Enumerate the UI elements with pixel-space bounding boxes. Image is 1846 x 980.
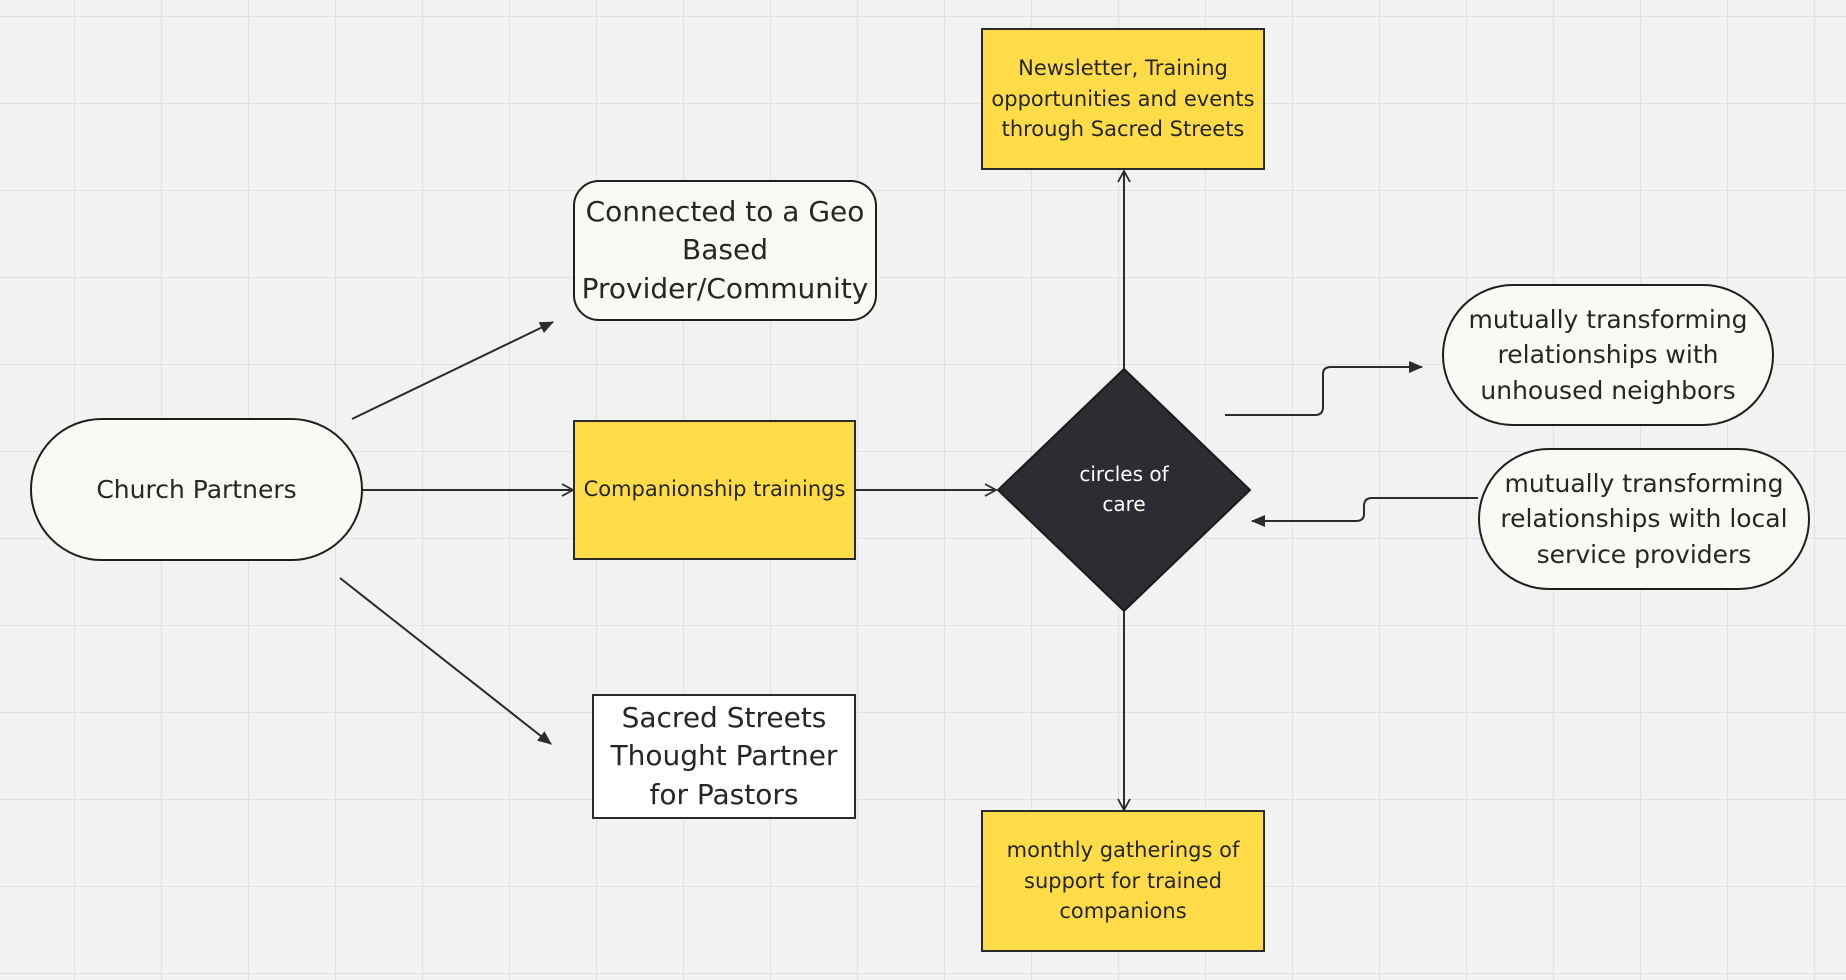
companionship-trainings-node[interactable]: Companionship trainings — [573, 420, 856, 560]
newsletter-line-1: Newsletter, Training — [1018, 56, 1228, 81]
thought-partner-line-2: Thought Partner — [610, 739, 838, 773]
companionship-trainings-label: Companionship trainings — [583, 477, 846, 502]
newsletter-node[interactable]: Newsletter, Training opportunities and e… — [981, 28, 1265, 170]
monthly-gatherings-line-2: support for trained — [1024, 868, 1222, 893]
church-partners-node[interactable]: Church Partners — [30, 418, 363, 561]
edge-service-providers-to-circles — [1251, 497, 1478, 527]
monthly-gatherings-line-3: companions — [1059, 899, 1187, 924]
circles-of-care-line-1: circles of — [1079, 462, 1169, 486]
unhoused-line-3: unhoused neighbors — [1480, 375, 1736, 405]
unhoused-line-1: mutually transforming — [1468, 304, 1748, 334]
monthly-gatherings-node[interactable]: monthly gatherings of support for traine… — [981, 810, 1265, 952]
monthly-gatherings-line-1: monthly gatherings of — [1006, 838, 1240, 863]
unhoused-line-2: relationships with — [1497, 340, 1719, 370]
thought-partner-node[interactable]: Sacred Streets Thought Partner for Pasto… — [592, 694, 856, 819]
edge-church-to-geo — [351, 321, 554, 420]
service-providers-line-3: service providers — [1536, 539, 1752, 569]
circles-of-care-label: circles of care — [1054, 456, 1194, 522]
circles-of-care-line-2: care — [1102, 492, 1146, 516]
thought-partner-line-1: Sacred Streets — [621, 700, 827, 734]
service-providers-line-1: mutually transforming — [1504, 468, 1784, 498]
church-partners-label: Church Partners — [96, 475, 297, 504]
edge-circles-to-unhoused — [1225, 361, 1423, 416]
edge-church-to-thought-partner — [339, 577, 552, 745]
geo-provider-line-3: Provider/Community — [581, 271, 869, 305]
geo-provider-node[interactable]: Connected to a Geo Based Provider/Commun… — [573, 180, 877, 321]
service-providers-node[interactable]: mutually transforming relationships with… — [1478, 448, 1810, 590]
geo-provider-line-2: Based — [682, 233, 768, 267]
geo-provider-line-1: Connected to a Geo — [585, 194, 865, 228]
newsletter-line-3: through Sacred Streets — [1001, 117, 1245, 142]
newsletter-line-2: opportunities and events — [991, 86, 1255, 111]
service-providers-line-2: relationships with local — [1500, 504, 1788, 534]
thought-partner-line-3: for Pastors — [649, 777, 799, 811]
unhoused-neighbors-node[interactable]: mutually transforming relationships with… — [1442, 284, 1774, 426]
